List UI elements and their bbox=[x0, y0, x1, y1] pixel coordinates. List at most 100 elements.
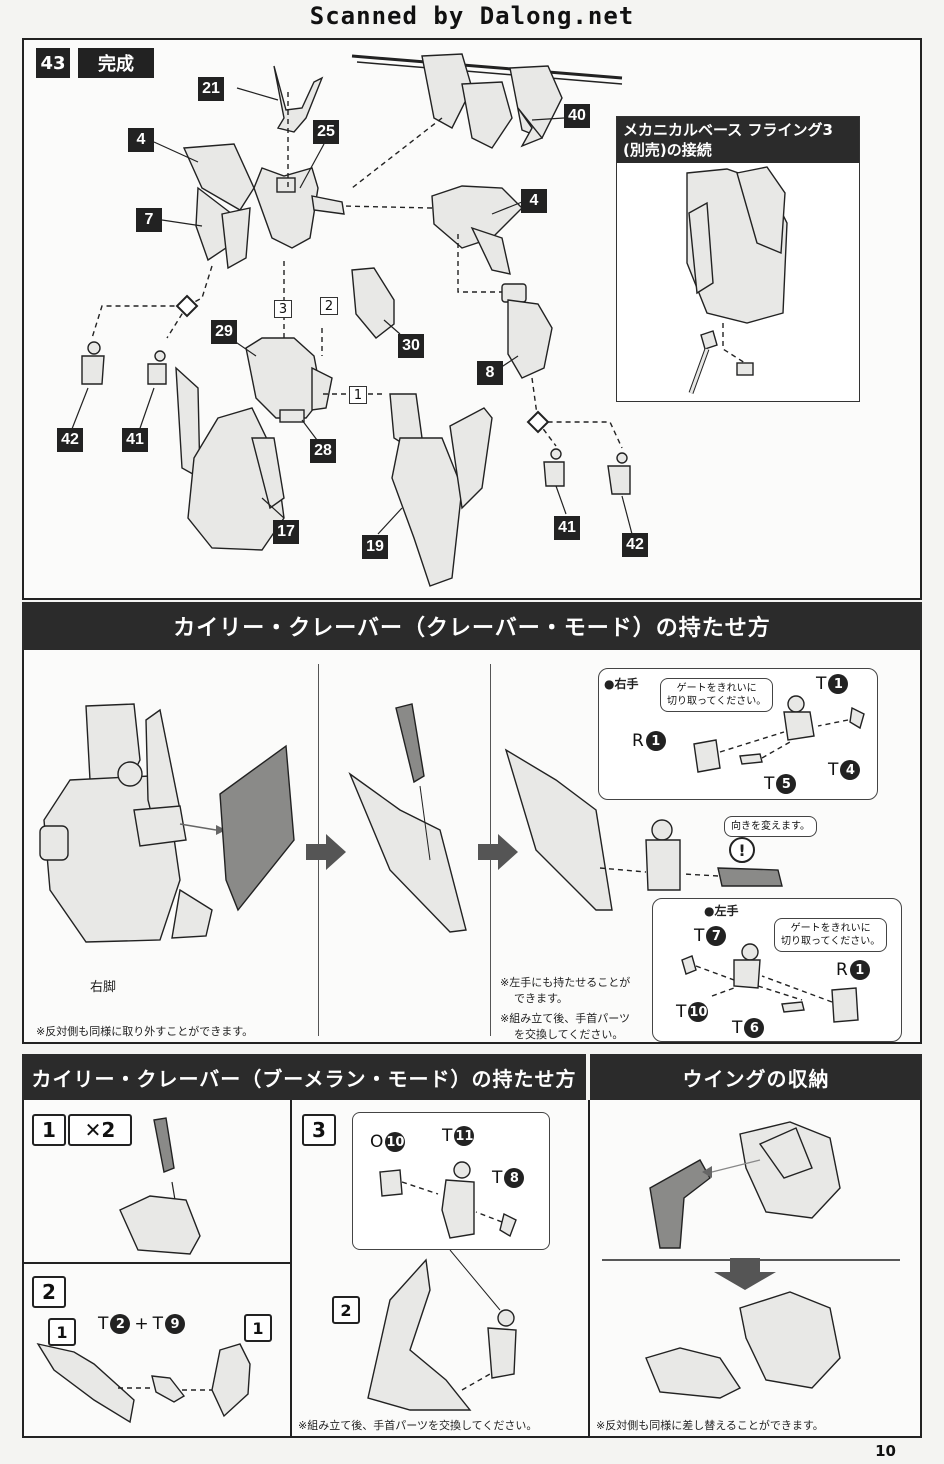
part-label-4-right: 4 bbox=[521, 189, 547, 213]
order-label-2: 2 bbox=[320, 297, 338, 315]
formula-b-num: 9 bbox=[165, 1314, 186, 1334]
part-label-19: 19 bbox=[362, 535, 388, 559]
tag-right-T1-num: 1 bbox=[828, 674, 849, 694]
boomerang-step2-illustration bbox=[36, 1342, 251, 1424]
part-label-40: 40 bbox=[564, 104, 590, 128]
part-label-7: 7 bbox=[136, 208, 162, 232]
page-number: 10 bbox=[875, 1442, 896, 1460]
formula-plus: + bbox=[134, 1314, 149, 1334]
turn-note: 向きを変えます。 bbox=[724, 816, 817, 837]
flow-arrow-icon-2 bbox=[478, 834, 518, 870]
tag-left-T7-num: 7 bbox=[706, 926, 727, 946]
mechanical-base-box: メカニカルベース フライング3 (別売)の接続 bbox=[616, 116, 860, 402]
boomerang-step3-number: 3 bbox=[302, 1114, 336, 1146]
left-hand-gate-line2: 切り取ってください。 bbox=[781, 936, 881, 947]
cleaver-note-left1-b: できます。 bbox=[514, 992, 568, 1005]
boomerang-step2-right-ref: 1 bbox=[244, 1314, 272, 1342]
part-label-28: 28 bbox=[310, 439, 336, 463]
joint-diamond-icon-left bbox=[175, 294, 199, 318]
blade-assembly-illustration bbox=[348, 703, 467, 933]
tag-left-R1-num: 1 bbox=[849, 960, 870, 980]
tag-T11-num: 11 bbox=[454, 1126, 475, 1146]
formula-a-letter: T bbox=[98, 1314, 109, 1334]
tag-right-R1-num: 1 bbox=[645, 731, 666, 751]
left-hand-gate-note: ゲートをきれいに切り取ってください。 bbox=[774, 918, 888, 952]
wing-storage-illustration bbox=[602, 1121, 900, 1399]
mechanical-base-title-line1: メカニカルベース フライング3 bbox=[623, 121, 833, 139]
order-label-3: 3 bbox=[274, 300, 292, 318]
hand-parts-right bbox=[543, 448, 631, 495]
part-label-42-left: 42 bbox=[57, 428, 83, 452]
formula-a-num: 2 bbox=[110, 1314, 131, 1334]
part-4-left-shoulder bbox=[182, 143, 255, 270]
step43-illustration bbox=[69, 53, 633, 587]
cleaver-note-left2-a: ※組み立て後、手首パーツ bbox=[500, 1012, 630, 1025]
wing-storage-note: ※反対側も同様に差し替えることができます。 bbox=[596, 1419, 824, 1432]
blade-with-hand-illustration bbox=[504, 748, 783, 911]
hand-parts-left bbox=[81, 341, 167, 385]
right-leg-label: 右脚 bbox=[90, 980, 117, 995]
part-label-42-right: 42 bbox=[622, 533, 648, 557]
tag-left-T6-num: 6 bbox=[744, 1018, 765, 1038]
right-hand-gate-line1: ゲートをきれいに bbox=[676, 683, 757, 694]
boomerang-note: ※組み立て後、手首パーツを交換してください。 bbox=[298, 1419, 538, 1432]
flow-arrow-icon-1 bbox=[306, 834, 346, 870]
part-label-30: 30 bbox=[398, 334, 424, 358]
cleaver-note-left1: ※左手にも持たせることができます。 bbox=[500, 975, 630, 1007]
part-8-right-arm bbox=[501, 283, 553, 379]
svg-text:!: ! bbox=[738, 841, 745, 860]
right-hand-label: ●右手 bbox=[604, 677, 639, 691]
part-17-leg bbox=[175, 366, 285, 551]
boomerang-vdivider-2 bbox=[588, 1100, 590, 1438]
left-hand-label: ●左手 bbox=[704, 904, 739, 918]
boomerang-vdivider-1 bbox=[290, 1100, 292, 1438]
wing-storage-title: ウイングの収納 bbox=[590, 1054, 922, 1100]
tag-left-T10-letter: T bbox=[676, 1002, 687, 1022]
cleaver-note-reverse: ※反対側も同様に取り外すことができます。 bbox=[36, 1025, 254, 1038]
tag-right-T5-num: 5 bbox=[776, 774, 797, 794]
part-25-head bbox=[253, 167, 345, 249]
part-label-8: 8 bbox=[477, 361, 503, 385]
tag-O10-letter: O bbox=[370, 1132, 384, 1152]
mechanical-base-illustration bbox=[686, 166, 788, 394]
boomerang-step3-blade-illustration bbox=[367, 1250, 517, 1411]
boomerang-mode-title: カイリー・クレーバー（ブーメラン・モード）の持たせ方 bbox=[22, 1054, 586, 1100]
part-label-41-left: 41 bbox=[122, 428, 148, 452]
step43-label: 完成 bbox=[78, 48, 154, 78]
part-40-wing bbox=[351, 53, 623, 149]
tag-O10-num: 10 bbox=[385, 1132, 406, 1152]
tag-T11-letter: T bbox=[442, 1126, 453, 1146]
tag-right-T4-num: 4 bbox=[840, 760, 861, 780]
warning-icon: ! bbox=[729, 837, 755, 863]
part-21-head bbox=[273, 65, 324, 133]
part-label-29: 29 bbox=[211, 320, 237, 344]
mechanical-base-title: メカニカルベース フライング3 (別売)の接続 bbox=[617, 117, 859, 163]
tag-right-T5-letter: T bbox=[764, 774, 775, 794]
formula-b-letter: T bbox=[152, 1314, 164, 1334]
part-label-25: 25 bbox=[313, 120, 339, 144]
part-label-17: 17 bbox=[273, 520, 299, 544]
right-leg-illustration bbox=[39, 703, 295, 943]
boomerang-hdivider bbox=[22, 1262, 290, 1264]
boomerang-step1-times: ✕2 bbox=[68, 1114, 132, 1146]
tag-left-T10-num: 10 bbox=[688, 1002, 709, 1022]
cleaver-note-left2-b: を交換してください。 bbox=[514, 1028, 624, 1041]
boomerang-step1-number: 1 bbox=[32, 1114, 66, 1146]
part-label-21: 21 bbox=[198, 77, 224, 101]
right-hand-gate-line2: 切り取ってください。 bbox=[667, 696, 767, 707]
tag-left-R1-letter: R bbox=[836, 960, 848, 980]
joint-diamond-icon-right bbox=[526, 410, 550, 434]
tag-T8-num: 8 bbox=[504, 1168, 525, 1188]
watermark-text: Scanned by Dalong.net bbox=[309, 2, 635, 30]
mechanical-base-title-line2: (別売)の接続 bbox=[623, 141, 712, 159]
part-label-4-left: 4 bbox=[128, 128, 154, 152]
right-hand-gate-note: ゲートをきれいに切り取ってください。 bbox=[660, 678, 774, 712]
